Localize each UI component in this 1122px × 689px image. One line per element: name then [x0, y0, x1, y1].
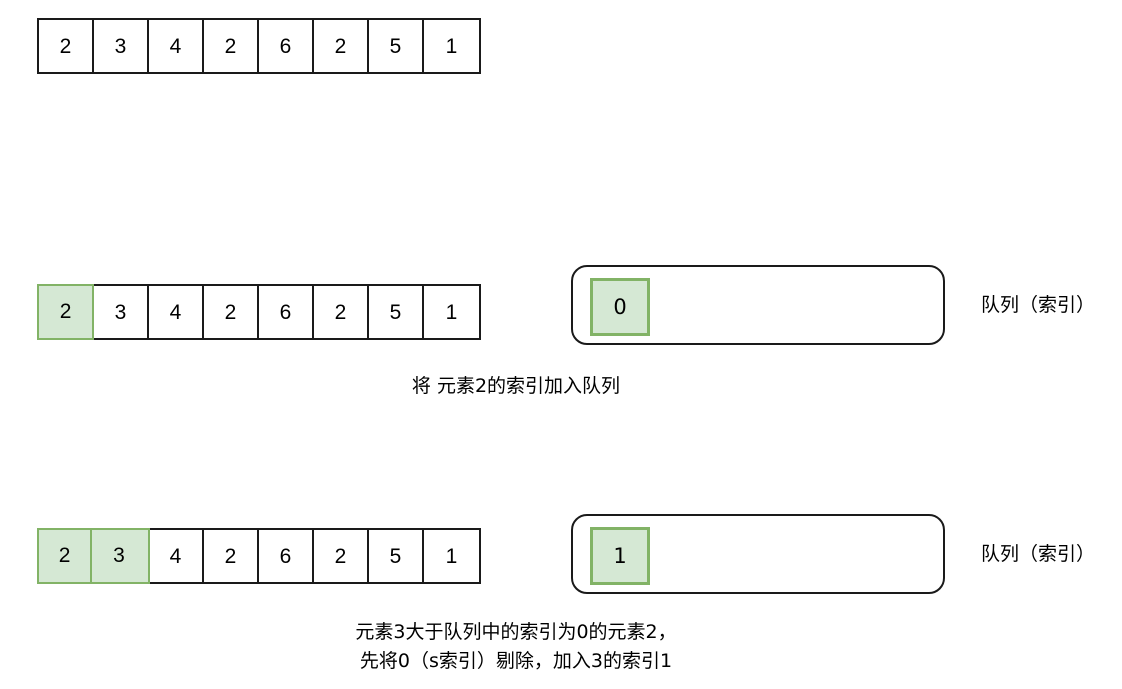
array-step-2: 2 3 4 2 6 2 5 1 [37, 528, 481, 584]
array-cell: 2 [204, 530, 259, 582]
caption-line: 先将0（s索引）剔除，加入3的索引1 [359, 650, 673, 673]
caption-step-1: 将 元素2的索引加入队列 [100, 372, 932, 401]
array-cell: 3 [94, 530, 149, 582]
array-cell: 2 [204, 286, 259, 338]
array-cell: 2 [204, 20, 259, 72]
queue-slot-step-1: 0 [590, 278, 650, 336]
array-cell: 2 [39, 20, 94, 72]
array-cell: 1 [424, 286, 479, 338]
array-cell: 4 [149, 530, 204, 582]
array-cell: 1 [424, 20, 479, 72]
array-cell: 1 [424, 530, 479, 582]
array-cell: 2 [39, 286, 94, 338]
array-cell: 3 [94, 20, 149, 72]
array-cell: 2 [314, 20, 369, 72]
queue-label-step-1: 队列（索引） [981, 294, 1096, 316]
caption-line: 将 元素2的索引加入队列 [411, 375, 621, 397]
array-initial: 2 3 4 2 6 2 5 1 [37, 18, 481, 74]
array-cell: 4 [149, 20, 204, 72]
array-cell: 5 [369, 530, 424, 582]
array-cell: 3 [94, 286, 149, 338]
queue-slot-step-2: 1 [590, 527, 650, 585]
array-cell: 5 [369, 286, 424, 338]
array-cell: 6 [259, 286, 314, 338]
array-step-1: 2 3 4 2 6 2 5 1 [37, 284, 481, 340]
caption-step-2: 元素3大于队列中的索引为0的元素2， 先将0（s索引）剔除，加入3的索引1 [100, 618, 932, 677]
array-cell: 5 [369, 20, 424, 72]
queue-label-step-2: 队列（索引） [981, 543, 1096, 565]
array-cell: 2 [314, 530, 369, 582]
array-cell: 2 [39, 530, 94, 582]
array-cell: 6 [259, 20, 314, 72]
array-cell: 2 [314, 286, 369, 338]
array-cell: 4 [149, 286, 204, 338]
caption-line: 元素3大于队列中的索引为0的元素2， [355, 621, 677, 643]
array-cell: 6 [259, 530, 314, 582]
